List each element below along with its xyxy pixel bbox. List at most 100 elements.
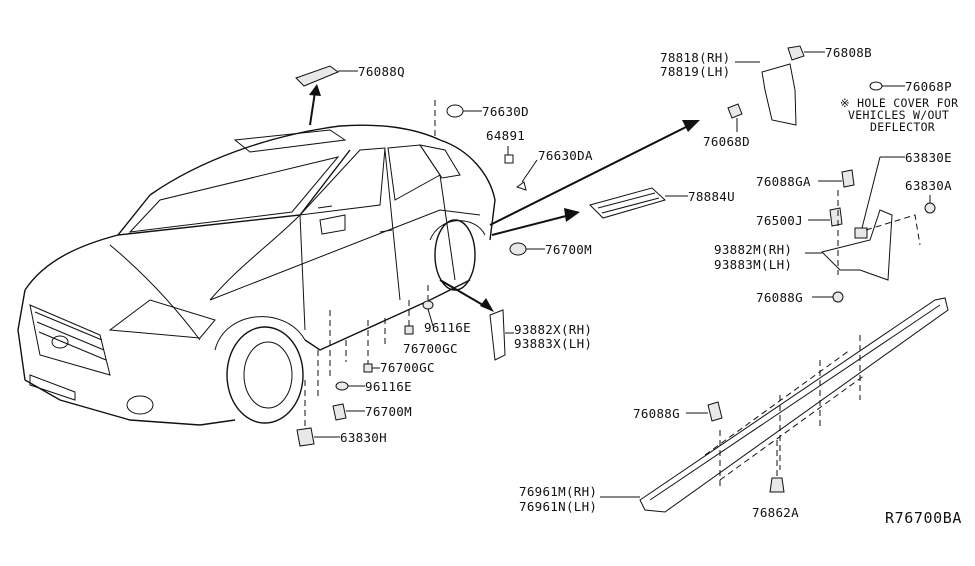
- dash-bracket: [865, 214, 921, 246]
- part-76700M-bot: [317, 350, 365, 421]
- arrow-head-78818: [682, 120, 700, 132]
- arrow-to-93882X: [439, 279, 489, 309]
- quarter-window: [418, 144, 461, 179]
- label-76088G-b: 76088G: [633, 406, 680, 421]
- label-93882M: 93882M(RH): [714, 242, 792, 257]
- leader-76630DA: [521, 159, 538, 183]
- hood-front-edge: [24, 234, 119, 291]
- clip-icon-76088G: [832, 291, 844, 303]
- rear-tire: [434, 219, 476, 291]
- fender-line: [209, 214, 301, 301]
- arrow-to-78818: [489, 124, 691, 226]
- rear-door-window: [387, 144, 441, 201]
- strip-part-icon: [295, 65, 340, 87]
- leader-63830E-diag: [861, 156, 881, 229]
- note-line-1: ※ HOLE COVER FOR: [840, 96, 958, 110]
- windshield: [116, 149, 351, 236]
- part-76088Q: [295, 65, 358, 87]
- clip-icon-76700GC-a: [404, 325, 414, 335]
- label-76961N: 76961N(LH): [519, 499, 597, 514]
- push-clip-icon: [787, 45, 805, 61]
- clip-icon-96116E-b: [335, 381, 349, 391]
- front-lower-line: [199, 419, 236, 426]
- label-93882X: 93882X(RH): [514, 322, 592, 337]
- clip-icon-76862A: [769, 477, 785, 493]
- clip-icon-63830A: [924, 202, 936, 214]
- front-wheel-arch: [214, 316, 306, 351]
- clip-icon-76500J: [829, 207, 843, 227]
- grommet-icon-bot: [332, 403, 347, 421]
- label-76961M: 76961M(RH): [519, 484, 597, 499]
- front-door-window: [298, 147, 386, 216]
- round-cap-icon: [446, 104, 464, 118]
- label-63830A: 63830A: [905, 178, 952, 193]
- headlamp: [108, 299, 216, 339]
- part-76961M: [600, 297, 949, 513]
- grommet-icon: [509, 242, 527, 256]
- sill-dash-1: [704, 349, 851, 456]
- bracket-icon: [821, 209, 893, 281]
- leader-96116E-a: [427, 308, 434, 327]
- a-pillar-door-edge: [299, 214, 306, 331]
- label-76700M-bot: 76700M: [365, 404, 412, 419]
- label-93883X: 93883X(LH): [514, 336, 592, 351]
- part-78884U: [589, 187, 688, 219]
- hood-crease: [109, 244, 201, 341]
- small-tab-icon: [515, 181, 527, 191]
- grille-bar-2: [36, 321, 105, 351]
- label-76700M-top: 76700M: [545, 242, 592, 257]
- rear-wheel-arch: [429, 220, 486, 241]
- front-rim: [243, 341, 293, 409]
- front-grille: [29, 304, 111, 376]
- arrow-head-93882X: [480, 298, 494, 312]
- arrow-head-76088Q: [309, 84, 321, 96]
- label-93883M: 93883M(LH): [714, 257, 792, 272]
- label-64891: 64891: [486, 128, 525, 143]
- car-roof-line: [149, 124, 441, 196]
- label-76068P: 76068P: [905, 79, 952, 94]
- grille-bar-3: [38, 331, 107, 361]
- car-illustration: [17, 124, 496, 426]
- lower-grille: [29, 374, 76, 401]
- clip-icon: [504, 154, 514, 164]
- label-76068D: 76068D: [703, 134, 750, 149]
- clip-icon-96116E-a: [422, 300, 434, 310]
- clip-icon-76088GA: [841, 169, 855, 188]
- label-76500J: 76500J: [756, 213, 803, 228]
- part-78818: [761, 63, 797, 126]
- part-76700M-top: [509, 242, 545, 256]
- label-78818: 78818(RH): [660, 50, 730, 65]
- label-76088Q: 76088Q: [358, 64, 405, 79]
- belt-line: [209, 209, 481, 301]
- part-76630DA: [515, 159, 538, 191]
- rear-deck: [439, 139, 496, 241]
- label-76808B: 76808B: [825, 45, 872, 60]
- part-93882M: [805, 190, 921, 281]
- part-63830H: [296, 380, 340, 447]
- part-76068P: [869, 81, 905, 91]
- front-tire: [226, 326, 304, 424]
- windshield-inner: [128, 156, 340, 233]
- label-63830H: 63830H: [340, 430, 387, 445]
- part-76808B: [787, 45, 825, 61]
- label-76630DA: 76630DA: [538, 148, 593, 163]
- label-76862A: 76862A: [752, 505, 799, 520]
- part-76088G-b: [686, 401, 723, 422]
- clip-icon-76700GC-b: [363, 363, 373, 373]
- part-64891: [504, 146, 514, 164]
- part-96116E-a: [422, 285, 434, 327]
- b-pillar-door-edge: [384, 149, 401, 301]
- sill-dash-2: [719, 374, 866, 481]
- door-handles: [317, 205, 393, 233]
- extra-dashes-lower: [345, 318, 386, 362]
- label-76630D: 76630D: [482, 104, 529, 119]
- side-mirror: [319, 214, 346, 235]
- label-96116E-a: 96116E: [424, 320, 471, 335]
- label-76700GC-a: 76700GC: [403, 341, 458, 356]
- part-76500J: [808, 207, 843, 227]
- label-96116E-b: 96116E: [365, 379, 412, 394]
- c-pillar-door-edge: [439, 174, 456, 281]
- part-96116E-b: [329, 310, 365, 391]
